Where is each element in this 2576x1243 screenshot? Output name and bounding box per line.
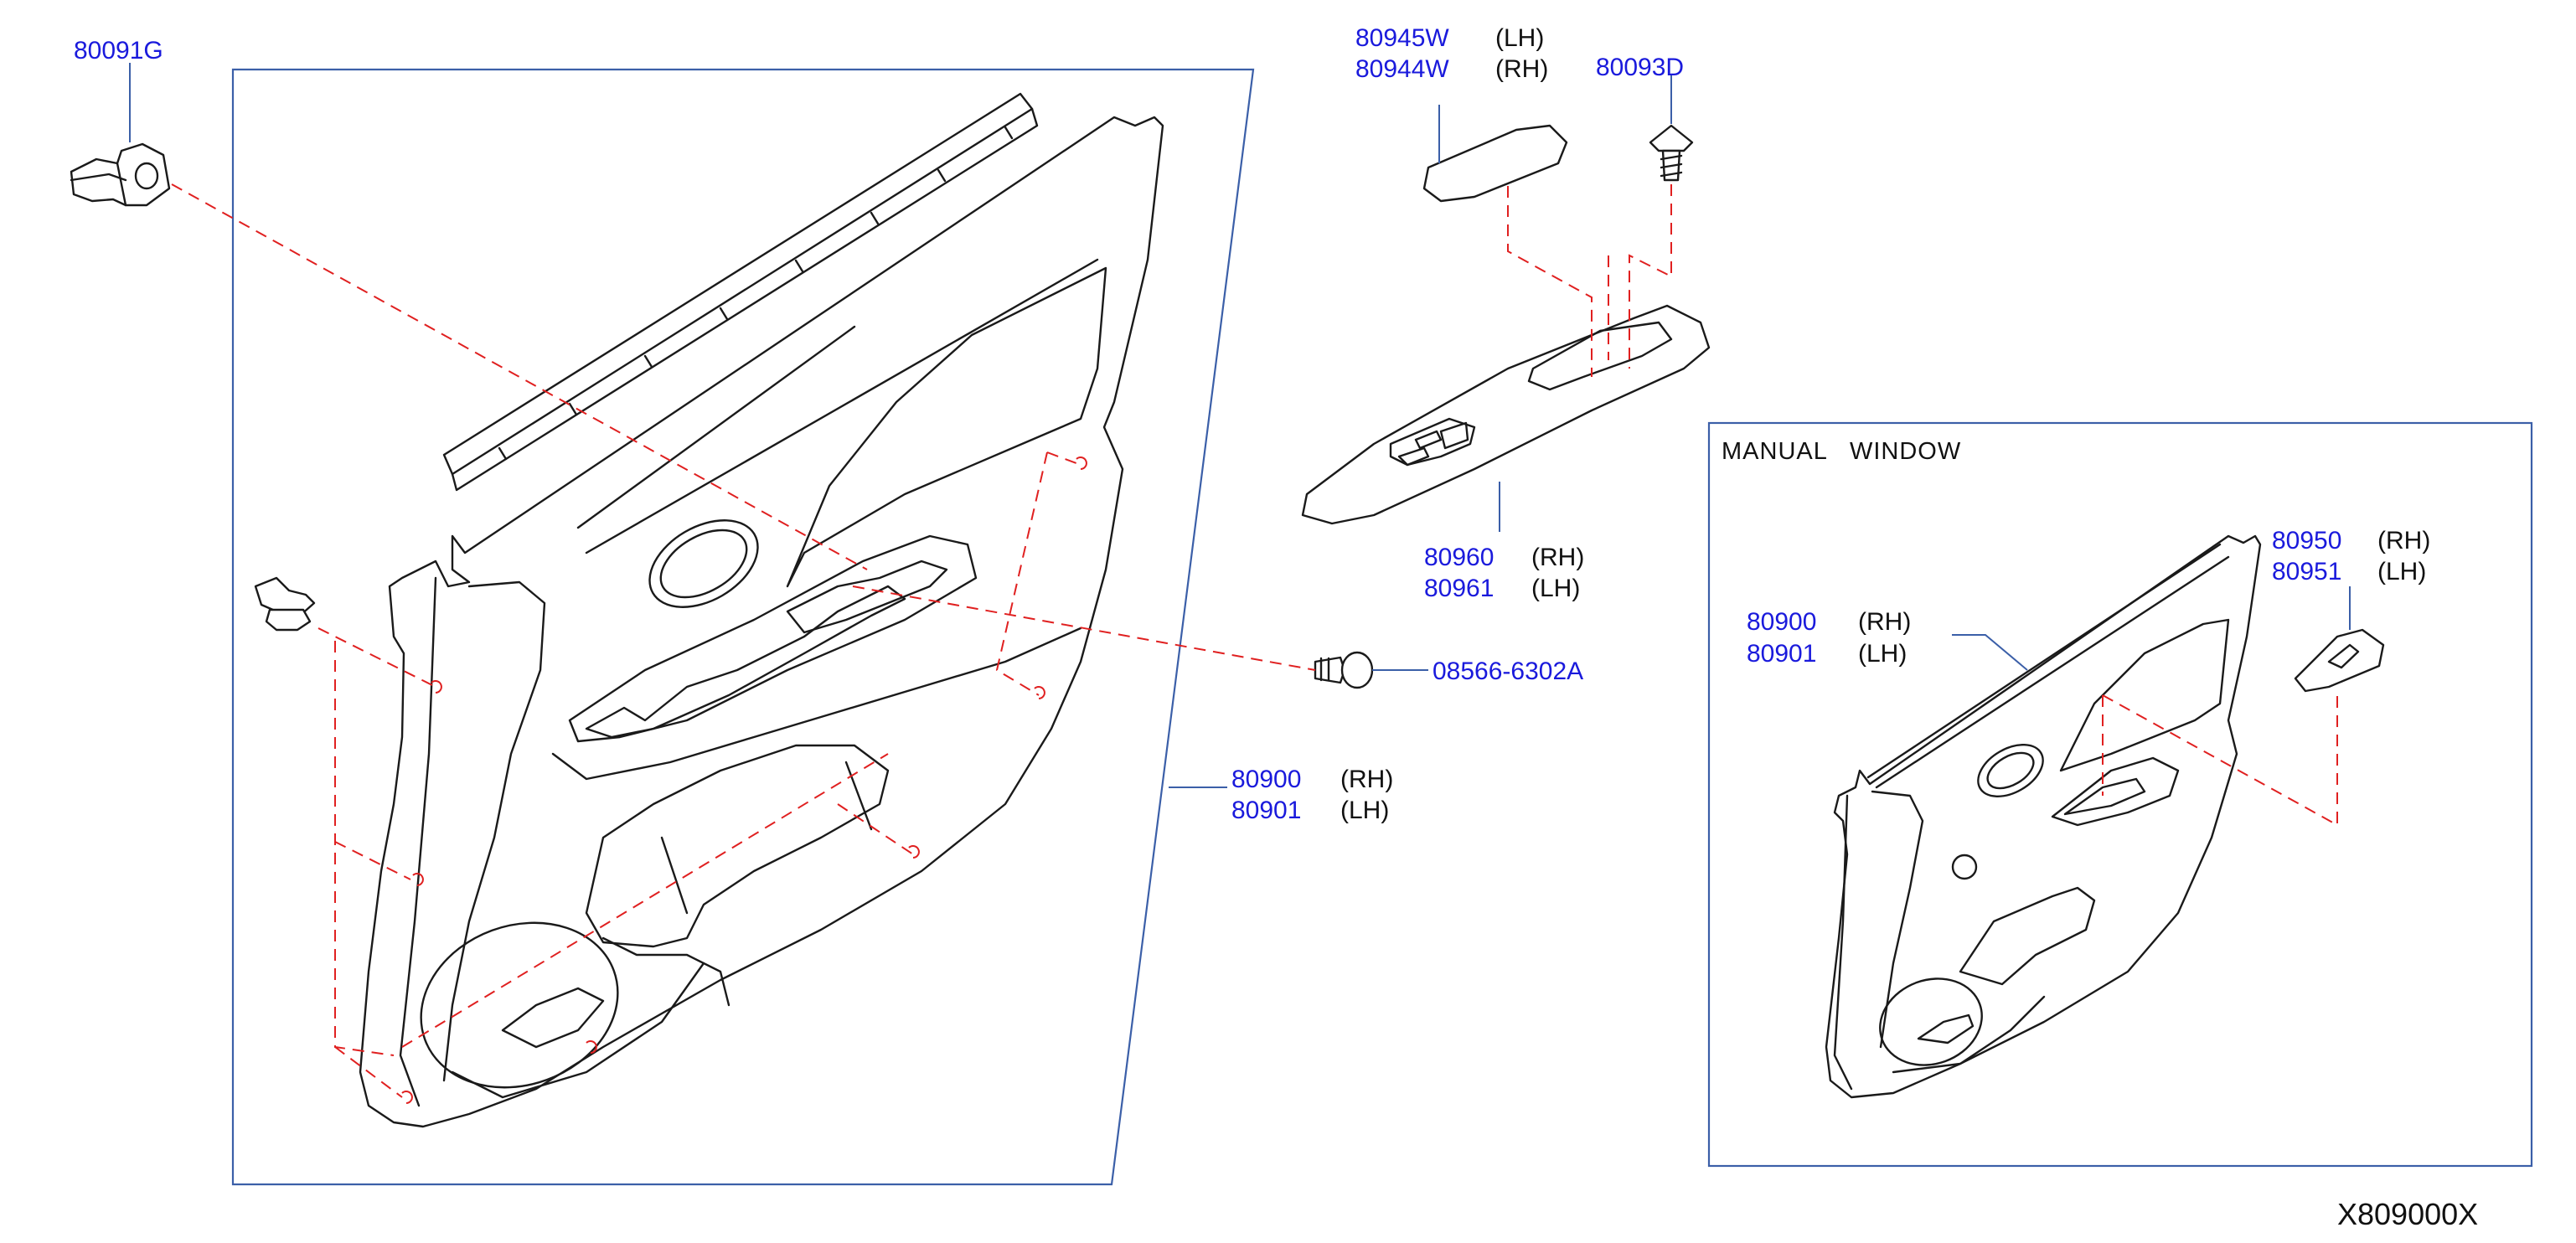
hidden-lines-main <box>171 183 1672 1104</box>
push-clip-left-shape <box>254 576 316 632</box>
main-panel-frame <box>231 68 1255 1186</box>
callout-side-80901-inset: (LH) <box>1858 640 1907 668</box>
callout-part-80944w: 80944W <box>1355 55 1449 83</box>
callout-part-80950: 80950 <box>2272 527 2341 554</box>
switch-finisher-80960-shape <box>1301 304 1711 525</box>
callout-side-80900-main: (RH) <box>1340 766 1393 793</box>
callout-part-80091g: 80091G <box>74 37 163 64</box>
diagram-code: X809000X <box>2337 1197 2478 1231</box>
handle-escutcheon-80950-shape <box>2294 628 2385 693</box>
hidden-lines-inset <box>2102 694 2338 827</box>
callout-side-80951: (LH) <box>2377 558 2426 585</box>
callout-part-80945w: 80945W <box>1355 24 1449 52</box>
door-trim-panel-inset <box>1825 534 2262 1099</box>
callout-part-08566: 08566-6302A <box>1433 658 1583 685</box>
switch-cover-80945w-shape <box>1422 124 1568 203</box>
clip-80091g-shape <box>70 142 171 207</box>
callout-side-80900-inset: (RH) <box>1858 608 1911 636</box>
callout-side-80961: (LH) <box>1531 575 1580 602</box>
screw-08566-shape <box>1314 651 1374 689</box>
screw-80093d-shape <box>1649 124 1694 182</box>
callout-part-80900-main: 80900 <box>1231 766 1301 793</box>
labels: 80091G 80945W (LH) 80944W (RH) 80093D 80… <box>74 24 2478 1231</box>
leader-80900-inset <box>1952 634 2028 671</box>
callout-part-80960: 80960 <box>1424 544 1494 571</box>
callout-part-80951: 80951 <box>2272 558 2341 585</box>
callout-part-80901-main: 80901 <box>1231 797 1301 824</box>
callout-side-80960: (RH) <box>1531 544 1584 571</box>
callout-part-80093d: 80093D <box>1596 54 1684 81</box>
callout-part-80900-inset: 80900 <box>1747 608 1816 636</box>
callout-side-80901-main: (LH) <box>1340 797 1389 824</box>
callout-side-80944w: (RH) <box>1495 55 1548 83</box>
callout-part-80901-inset: 80901 <box>1747 640 1816 668</box>
door-trim-panel-main <box>359 92 1164 1128</box>
callout-side-80945w: (LH) <box>1495 24 1544 52</box>
inset-frame <box>1707 421 2533 1168</box>
inset-title: MANUAL WINDOW <box>1722 438 1961 465</box>
callout-part-80961: 80961 <box>1424 575 1494 602</box>
callout-side-80950: (RH) <box>2377 527 2430 554</box>
